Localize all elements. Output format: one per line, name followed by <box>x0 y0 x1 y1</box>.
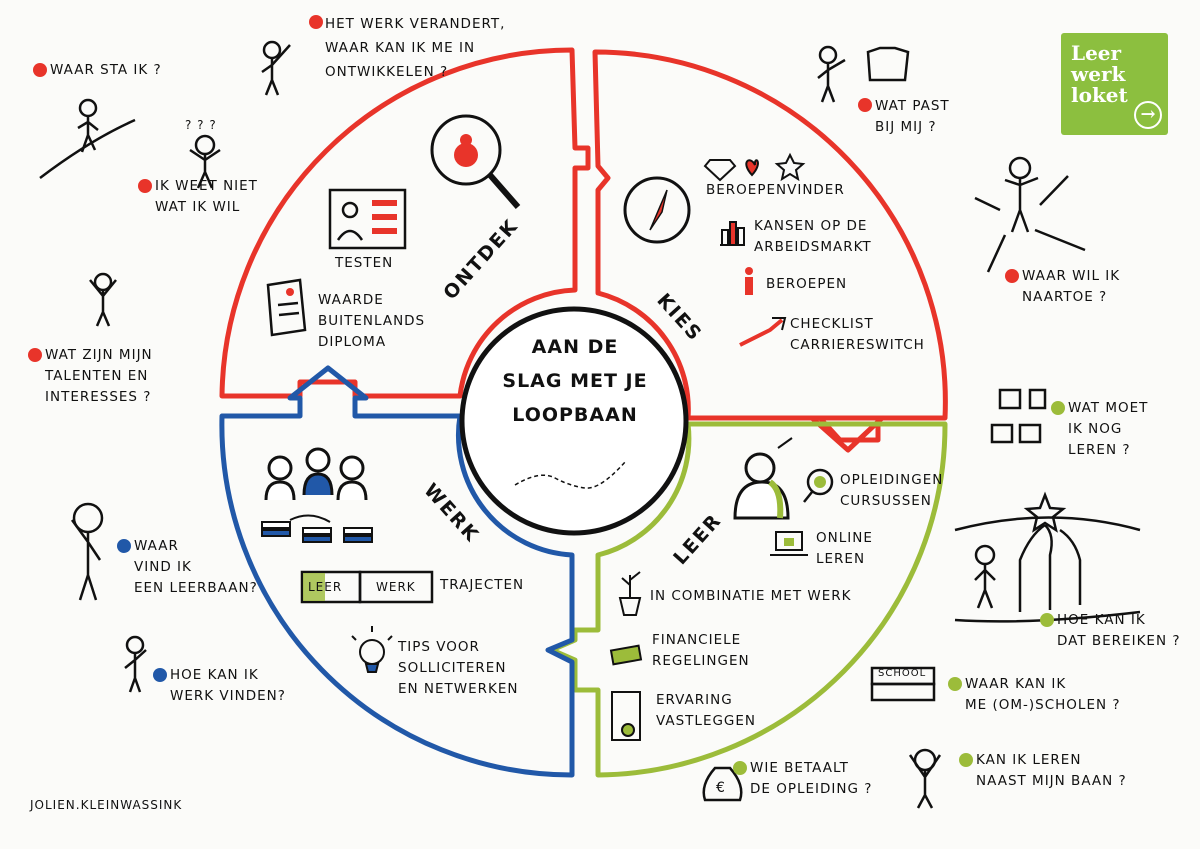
leer-item-combinatie[interactable]: IN COMBINATIE MET WERK <box>650 588 852 604</box>
question-leerbaan: WAAR VIND IK EEN LEERBAAN? <box>134 538 258 596</box>
ontdek-quadrant-outline <box>219 47 591 399</box>
team-icon <box>264 447 368 501</box>
question-wat-past: WAT PAST BIJ MIJ ? <box>875 98 950 135</box>
diamond-heart-star-icon <box>703 152 806 182</box>
question-waar-sta-ik: WAAR STA IK ? <box>50 62 162 78</box>
leer-item-ervaring[interactable]: ERVARING VASTLEGGEN <box>656 692 757 729</box>
question-werk-vinden: HOE KAN IK WERK VINDEN? <box>170 667 286 704</box>
logo-line-3: loket <box>1071 83 1128 107</box>
kies-item-beroepenvinder[interactable]: BEROEPENVINDER <box>706 182 845 198</box>
leer-item-online[interactable]: ONLINE LEREN <box>816 530 873 567</box>
search-course-icon <box>803 468 834 503</box>
question-naast-baan: KAN IK LEREN NAAST MIJN BAAN ? <box>976 752 1127 789</box>
info-icon <box>745 267 753 295</box>
signature: JOLIEN.KLEINWASSINK <box>30 798 183 812</box>
logo-line-1: Leer <box>1071 41 1122 65</box>
question-talenten: WAT ZIJN MIJN TALENTEN EN INTERESSES ? <box>45 347 153 405</box>
puzzle-left-label: LEER <box>308 580 343 594</box>
center-title: AAN DE SLAG MET JE LOOPBAAN <box>502 336 648 426</box>
lightbulb-icon <box>351 626 393 673</box>
bar-chart-icon <box>720 221 745 246</box>
laptop-icon <box>770 531 808 556</box>
question-weet-niet: IK WEET NIET WAT IK WIL <box>155 178 258 215</box>
question-wat-moet: WAT MOET IK NOG LEREN ? <box>1068 400 1149 458</box>
switch-arrow-icon <box>739 317 787 347</box>
test-form-icon <box>328 188 407 250</box>
diploma-scroll-icon <box>266 278 307 337</box>
leerwerkloket-logo[interactable]: Leer werk loket → <box>1061 33 1168 135</box>
kies-quadrant-outline <box>592 49 948 443</box>
ontdek-item-diploma[interactable]: WAARDE BUITENLANDS DIPLOMA <box>318 292 426 350</box>
arrow-right-icon[interactable]: → <box>1134 101 1162 129</box>
kies-arrow <box>809 415 885 453</box>
certificate-icon <box>611 691 641 741</box>
compass-icon <box>623 176 691 244</box>
werk-item-trajecten[interactable]: TRAJECTEN <box>440 577 525 593</box>
plant-icon <box>618 571 642 616</box>
leer-item-opleidingen[interactable]: OPLEIDINGEN CURSUSSEN <box>840 472 944 509</box>
leer-quadrant-outline <box>549 421 948 778</box>
puzzle-icon <box>300 570 434 604</box>
logo-line-2: werk <box>1071 62 1126 86</box>
question-om-scholen: WAAR KAN IK ME (OM-)SCHOLEN ? <box>965 676 1121 713</box>
student-icon <box>733 437 793 520</box>
ontdek-item-testen[interactable]: TESTEN <box>335 255 394 271</box>
center-circle <box>459 306 689 536</box>
euro-icon: € <box>716 780 726 796</box>
werk-quadrant-outline <box>219 365 575 778</box>
question-wie-betaalt: WIE BETAALT DE OPLEIDING ? <box>750 760 873 797</box>
werk-item-tips[interactable]: TIPS VOOR SOLLICITEREN EN NETWERKEN <box>398 639 519 697</box>
puzzle-right-label: WERK <box>376 580 416 594</box>
question-marks: ? ? ? <box>185 118 217 132</box>
route-path <box>514 461 626 489</box>
kies-item-kansen[interactable]: KANSEN OP DE ARBEIDSMARKT <box>754 218 872 255</box>
question-waar-wil-ik: WAAR WIL IK NAARTOE ? <box>1022 268 1121 305</box>
money-icon <box>609 644 643 666</box>
magnifier-icon <box>430 114 521 209</box>
kies-item-beroepen[interactable]: BEROEPEN <box>766 276 848 292</box>
leer-item-financiele[interactable]: FINANCIELE REGELINGEN <box>652 632 750 669</box>
question-werk-verandert: HET WERK VERANDERT, WAAR KAN IK ME IN ON… <box>325 16 506 80</box>
question-dots <box>28 15 1065 775</box>
stacks-arrow-icon <box>261 514 373 543</box>
question-hoe-bereiken: HOE KAN IK DAT BEREIKEN ? <box>1057 612 1181 649</box>
school-sign: SCHOOL <box>878 668 927 679</box>
stick-figures <box>39 40 1141 809</box>
kies-item-checklist[interactable]: CHECKLIST CARRIERESWITCH <box>790 316 925 353</box>
